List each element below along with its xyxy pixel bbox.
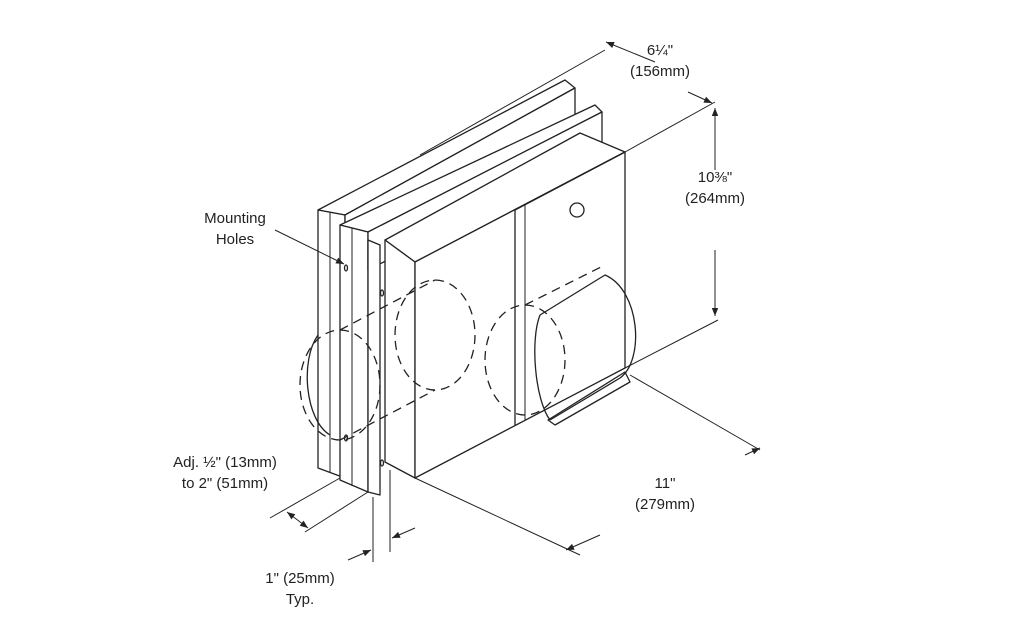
- lock-icon: [569, 202, 585, 218]
- width-dimension-label: 11" (279mm): [625, 473, 705, 515]
- toilet-paper-rolls: [299, 264, 637, 441]
- width-metric: (279mm): [634, 496, 695, 513]
- width-imperial: 11": [654, 475, 676, 492]
- depth-imperial: 6¼": [646, 42, 674, 59]
- flange-label: 1" (25mm) Typ.: [250, 568, 350, 610]
- height-imperial: 10⅜": [697, 169, 733, 186]
- dimension-lines: [269, 41, 761, 562]
- flange-line1: 1" (25mm): [265, 570, 335, 587]
- height-dimension-label: 10⅜" (264mm): [675, 167, 755, 209]
- flange-line2: Typ.: [285, 591, 315, 608]
- mounting-holes-line2: Holes: [215, 231, 255, 248]
- front-cabinet: [384, 132, 626, 479]
- depth-metric: (156mm): [629, 63, 690, 80]
- adjustment-label: Adj. ½" (13mm) to 2" (51mm): [160, 452, 290, 494]
- depth-dimension-label: 6¼" (156mm): [625, 40, 695, 82]
- adjustment-line1: Adj. ½" (13mm): [173, 454, 277, 471]
- mounting-holes-label: Mounting Holes: [190, 208, 280, 250]
- height-metric: (264mm): [684, 190, 745, 207]
- mounting-holes-line1: Mounting: [204, 210, 266, 227]
- mounting-holes: [343, 264, 385, 467]
- adjustment-line2: to 2" (51mm): [181, 475, 269, 492]
